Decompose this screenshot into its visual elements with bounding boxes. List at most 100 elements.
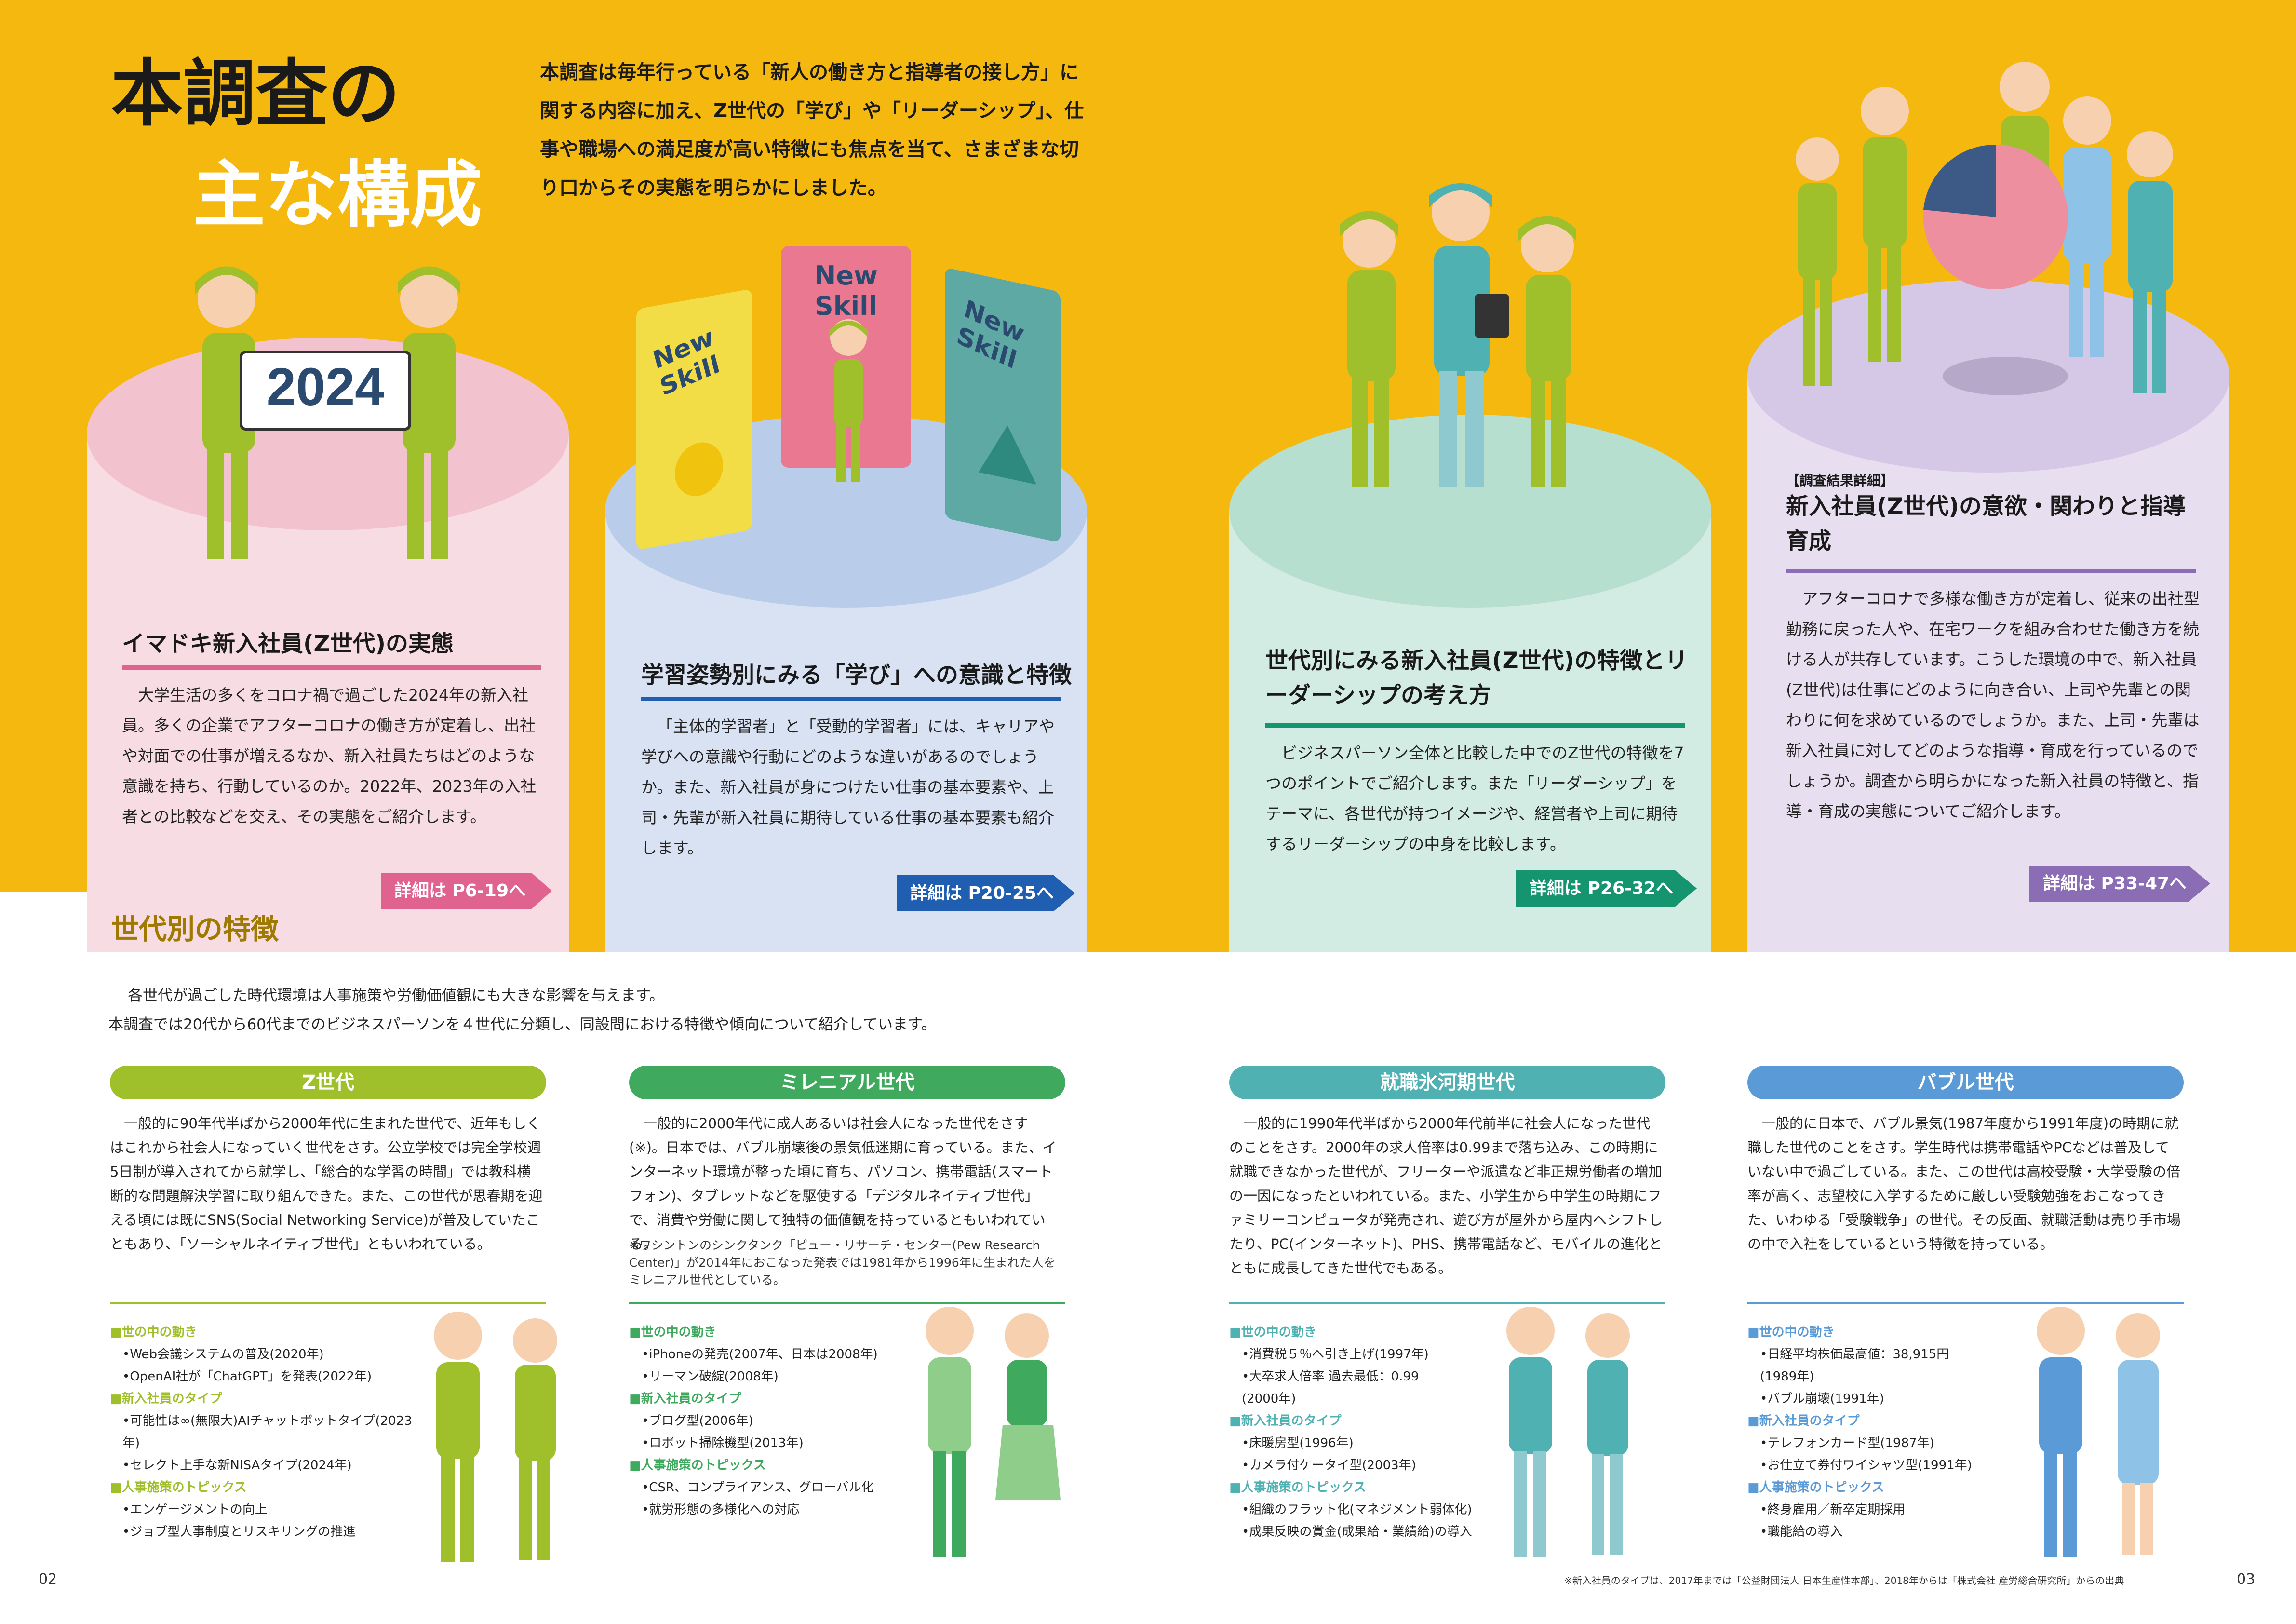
gen-millennial-lists: ■世の中の動き •iPhoneの発売(2007年、日本は2008年) •リーマン… xyxy=(629,1321,938,1521)
list-heading: ■人事施策のトピックス xyxy=(1747,1480,1884,1495)
manager-figure xyxy=(1429,183,1509,487)
gen-ice-age-rule xyxy=(1229,1302,1665,1304)
generations-title: 世代別の特徴 xyxy=(111,913,279,946)
page-title-line2: 主な構成 xyxy=(193,153,483,237)
list-item: •成果反映の賞金(成果給・業績給)の導入 xyxy=(1242,1525,1472,1539)
gen-z-lists: ■世の中の動き •Web会議システムの普及(2020年) •OpenAI社が「C… xyxy=(110,1321,418,1543)
gen-bubble-description: 一般的に日本で、バブル景気(1987年度から1991年度)の時期に就職した世代の… xyxy=(1747,1115,2181,1252)
generations-intro-line2: 本調査では20代から60代までのビジネスパーソンを４世代に分類し、同設問における… xyxy=(108,1016,936,1033)
list-item: •OpenAI社が「ChatGPT」を発表(2022年) xyxy=(122,1369,372,1384)
list-heading: ■世の中の動き xyxy=(1229,1325,1316,1340)
list-item: •CSR、コンプライアンス、グローバル化 xyxy=(642,1480,874,1495)
generations-intro: 各世代が過ごした時代環境は人事施策や労働価値観にも大きな影響を与えます。 本調査… xyxy=(108,981,1362,1039)
shadow xyxy=(1943,357,2068,395)
young-woman-figure xyxy=(1518,216,1576,487)
list-item: (1989年) xyxy=(1760,1369,1814,1384)
leadership-group-illustration xyxy=(1340,183,1576,487)
list-heading: ■世の中の動き xyxy=(110,1325,197,1340)
list-heading: ■人事施策のトピックス xyxy=(629,1458,766,1473)
list-heading: ■世の中の動き xyxy=(629,1325,716,1340)
list-item: •ロボット掃除機型(2013年) xyxy=(642,1436,804,1450)
skill-card-yellow: New Skill xyxy=(636,288,752,551)
section-4-tag: 【調査結果詳細】 xyxy=(1786,473,1894,488)
section-2-rule xyxy=(641,697,1061,701)
list-item: •お仕立て券付ワイシャツ型(1991年) xyxy=(1760,1458,1972,1473)
gen-millennial-pill: ミレニアル世代 xyxy=(629,1066,1065,1099)
year-sign-text: 2024 xyxy=(267,357,385,417)
section-3-body: ビジネスパーソン全体と比較した中でのZ世代の特徴を7つのポイントでご紹介します。… xyxy=(1265,744,1684,853)
list-item: •床暖房型(1996年) xyxy=(1242,1436,1354,1450)
gen-millennial-description: 一般的に2000年代に成人あるいは社会人になった世代をさす(※)。日本では、バブ… xyxy=(629,1115,1057,1252)
gen-ice-age-figures xyxy=(1506,1307,1630,1557)
gen-millennial-note: ※ワシントンのシンクタンク「ピュー・リサーチ・センター(Pew Research… xyxy=(629,1238,1056,1287)
new-employees-illustration: 2024 xyxy=(195,266,460,559)
intro-text: 本調査は毎年行っている「新人の働き方と指導者の接し方」に関する内容に加え、Z世代… xyxy=(540,61,1084,199)
list-heading: ■新入社員のタイプ xyxy=(110,1392,222,1406)
footnote: ※新入社員のタイプは、2017年までは「公益財団法人 日本生産性本部」、2018… xyxy=(1564,1575,2124,1586)
section-1-rule xyxy=(122,665,541,670)
section-4-heading: 新入社員(Z世代)の意欲・関わりと指導育成 xyxy=(1786,493,2186,555)
section-1-detail-link[interactable]: 詳細は P6-19へ xyxy=(381,873,552,909)
list-heading: ■人事施策のトピックス xyxy=(1229,1480,1366,1495)
list-heading: ■新入社員のタイプ xyxy=(1229,1414,1342,1428)
list-heading: ■新入社員のタイプ xyxy=(1747,1414,1860,1428)
pillar-3 xyxy=(1229,415,1711,952)
list-heading: ■新入社員のタイプ xyxy=(629,1392,741,1406)
list-item: •バブル崩壊(1991年) xyxy=(1760,1392,1884,1406)
gen-bubble-figures xyxy=(2037,1307,2160,1557)
section-3-detail-link[interactable]: 詳細は P26-32へ xyxy=(1516,870,1697,907)
list-item: •テレフォンカード型(1987年) xyxy=(1760,1436,1934,1450)
section-4-detail-link[interactable]: 詳細は P33-47へ xyxy=(2029,866,2210,902)
list-item: •可能性は∞(無限大)AIチャットボットタイプ(2023年) xyxy=(122,1414,412,1450)
gen-bubble-rule xyxy=(1747,1302,2184,1304)
section-4-rule xyxy=(1786,569,2196,573)
list-item: •セレクト上手な新NISAタイプ(2024年) xyxy=(122,1458,352,1473)
gen-bubble-pill: バブル世代 xyxy=(1747,1066,2184,1099)
section-2-heading: 学習姿勢別にみる「学び」への意識と特徴 xyxy=(641,662,1072,689)
gen-bubble-lists: ■世の中の動き •日経平均株価最高値：38,915円 (1989年) •バブル崩… xyxy=(1747,1321,2056,1543)
list-item: •日経平均株価最高値：38,915円 xyxy=(1760,1347,1949,1362)
list-item: •組織のフラット化(マネジメント弱体化) xyxy=(1242,1502,1472,1517)
section-2-body: 「主体的学習者」と「受動的学習者」には、キャリアや学びへの意識や行動にどのような… xyxy=(641,717,1055,857)
skill-card-teal: New Skill xyxy=(945,267,1061,543)
gen-z-rule xyxy=(110,1302,546,1304)
list-item: (2000年) xyxy=(1242,1392,1296,1406)
section-2-detail-link[interactable]: 詳細は P20-25へ xyxy=(897,875,1075,911)
gen-millennial-figures xyxy=(926,1307,1061,1557)
section-3-rule xyxy=(1265,723,1685,728)
pie-chart-icon xyxy=(1923,144,2068,289)
gen-ice-age-description: 一般的に1990年代半ばから2000年代前半に社会人になった世代のことをさす。2… xyxy=(1229,1115,1663,1276)
section-1-body: 大学生活の多くをコロナ禍で過ごした2024年の新入社員。多くの企業でアフターコロ… xyxy=(122,686,537,826)
gen-z-pill: Z世代 xyxy=(110,1066,546,1099)
list-item: •ジョブ型人事制度とリスキリングの推進 xyxy=(122,1525,356,1539)
gen-ice-age-pill: 就職氷河期世代 xyxy=(1229,1066,1665,1099)
year-sign xyxy=(240,351,411,431)
survey-group-illustration xyxy=(1796,62,2173,395)
woman-figure xyxy=(829,319,868,482)
page-number-right: 03 xyxy=(2237,1571,2256,1588)
gen-z-description: 一般的に90年代半ばから2000年代に生まれた世代で、近年もしくはこれから社会人… xyxy=(110,1115,543,1252)
pillar-4 xyxy=(1747,280,2229,952)
list-heading: ■人事施策のトピックス xyxy=(110,1480,247,1495)
section-4-body: アフターコロナで多様な働き方が定着し、従来の出社型勤務に戻った人や、在宅ワークを… xyxy=(1786,589,2200,821)
list-item: •リーマン破綻(2008年) xyxy=(642,1369,779,1384)
gen-ice-age-lists: ■世の中の動き •消費税５％へ引き上げ(1997年) •大卒求人倍率 過去最低：… xyxy=(1229,1321,1538,1543)
list-item: •職能給の導入 xyxy=(1760,1525,1843,1539)
list-item: •iPhoneの発売(2007年、日本は2008年) xyxy=(642,1347,878,1362)
section-3-heading: 世代別にみる新入社員(Z世代)の特徴とリーダーシップの考え方 xyxy=(1265,648,1688,709)
generations-intro-line1: 各世代が過ごした時代環境は人事施策や労働価値観にも大きな影響を与えます。 xyxy=(128,987,664,1004)
young-man-figure xyxy=(1340,211,1398,487)
gen-z-figures xyxy=(434,1312,557,1562)
list-item: •終身雇用／新卒定期採用 xyxy=(1760,1502,1906,1517)
list-item: •エンゲージメントの向上 xyxy=(122,1502,268,1517)
list-item: •Web会議システムの普及(2020年) xyxy=(122,1347,324,1362)
page-title-line1: 本調査の xyxy=(111,52,401,136)
gen-millennial-rule xyxy=(629,1302,1065,1304)
list-heading: ■世の中の動き xyxy=(1747,1325,1835,1340)
list-item: •大卒求人倍率 過去最低：0.99 xyxy=(1242,1369,1419,1384)
person-2-figure xyxy=(398,266,460,559)
list-item: •消費税５％へ引き上げ(1997年) xyxy=(1242,1347,1429,1362)
list-item: •ブログ型(2006年) xyxy=(642,1414,753,1428)
list-item: •就労形態の多様化への対応 xyxy=(642,1502,800,1517)
list-item: •カメラ付ケータイ型(2003年) xyxy=(1242,1458,1416,1473)
